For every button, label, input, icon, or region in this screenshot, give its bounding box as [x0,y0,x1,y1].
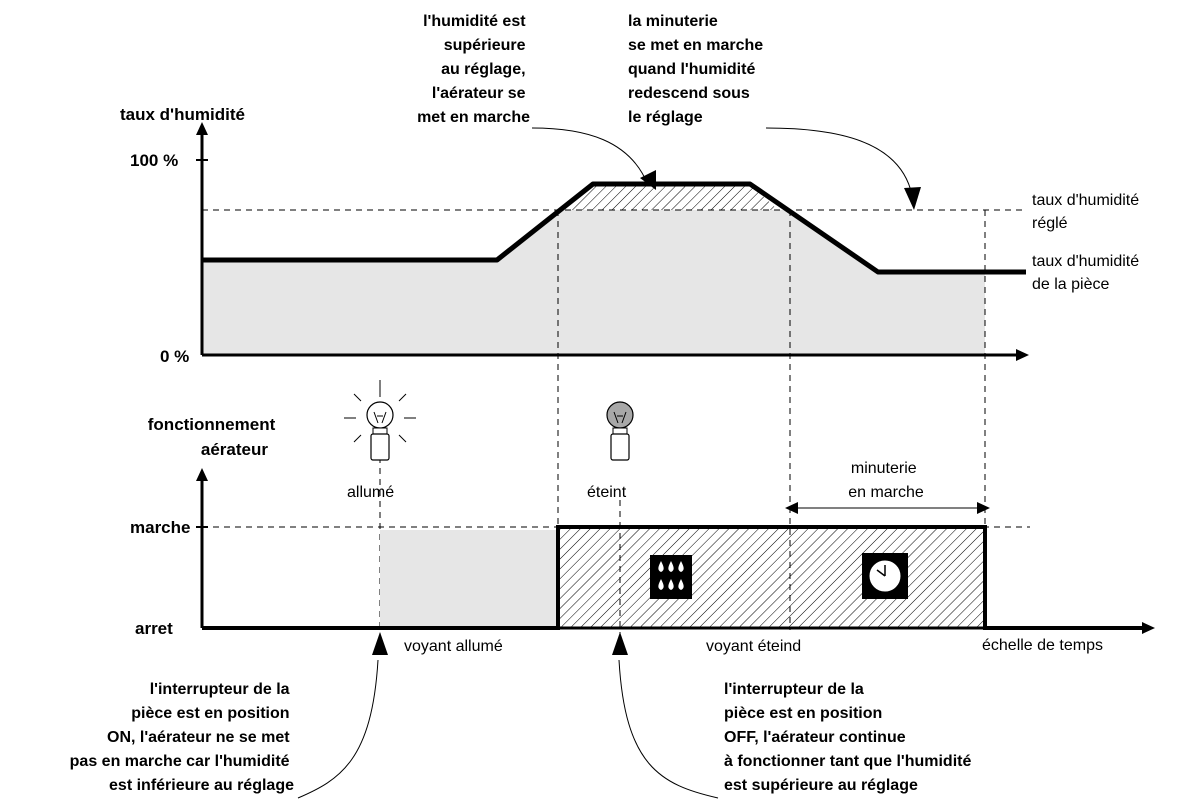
timer-label: minuterie en marche [848,460,924,501]
y-max-label: 100 % [130,151,178,170]
humidity-curve [202,181,1026,275]
room-humidity-label: taux d'humidité de la pièce [1032,253,1144,293]
y-min-label: 0 % [160,347,189,366]
water-drops-icon [650,555,692,599]
off-label: arret [135,619,173,638]
humidity-x-axis-arrow [1016,349,1029,361]
setpoint-label-line1: taux d'humidité [1032,192,1139,209]
timer-span-arrow-left [785,502,798,514]
arrowhead-switch-on [372,632,388,655]
lamp-on-label: allumé [347,484,394,501]
humidity-area [202,210,558,355]
arrow-humidity-above [531,127,649,186]
time-axis-label: échelle de temps [982,637,1103,654]
arrow-timer-start [765,127,913,196]
on-label: marche [130,518,190,537]
indicator-on-region [380,530,558,628]
bulb-on-icon [344,382,416,461]
timer-span-arrow-right [977,502,990,514]
arrow-switch-on [297,659,379,799]
fan-on-region [558,527,985,628]
arrow-switch-off [618,659,719,799]
bulb-off-icon [606,401,634,461]
fan-y-axis-label: fonctionnement aérateur [148,415,280,459]
annotation-switch-on: l'interrupteur de la pièce est en positi… [70,681,294,794]
arrowhead-timer-start [904,187,921,210]
indicator-off-text: voyant éteind [706,638,801,655]
arrowhead-switch-off [612,632,628,655]
indicator-on-text: voyant allumé [404,638,503,655]
fan-y-axis-arrow [196,468,208,481]
annotation-humidity-above: l'humidité est supérieure au réglage, l'… [417,13,530,126]
setpoint-label: taux d'humidité réglé [1032,192,1144,232]
humidity-area-mid [558,210,790,355]
room-label-line2: de la pièce [1032,276,1109,293]
arrowhead-humidity-above [640,170,656,190]
clock-icon [862,553,908,599]
humidity-y-axis-label: taux d'humidité [120,105,245,124]
lamp-off-label: éteint [587,484,627,501]
room-label-line1: taux d'humidité [1032,253,1139,270]
annotation-switch-off: l'interrupteur de la pièce est en positi… [724,681,976,794]
time-axis-arrow [1142,622,1155,634]
humidity-above-setpoint-region [558,184,778,210]
humidity-y-axis-arrow [196,122,208,135]
annotation-timer-start: la minuterie se met en marche quand l'hu… [628,13,768,126]
setpoint-label-line2: réglé [1032,215,1068,232]
